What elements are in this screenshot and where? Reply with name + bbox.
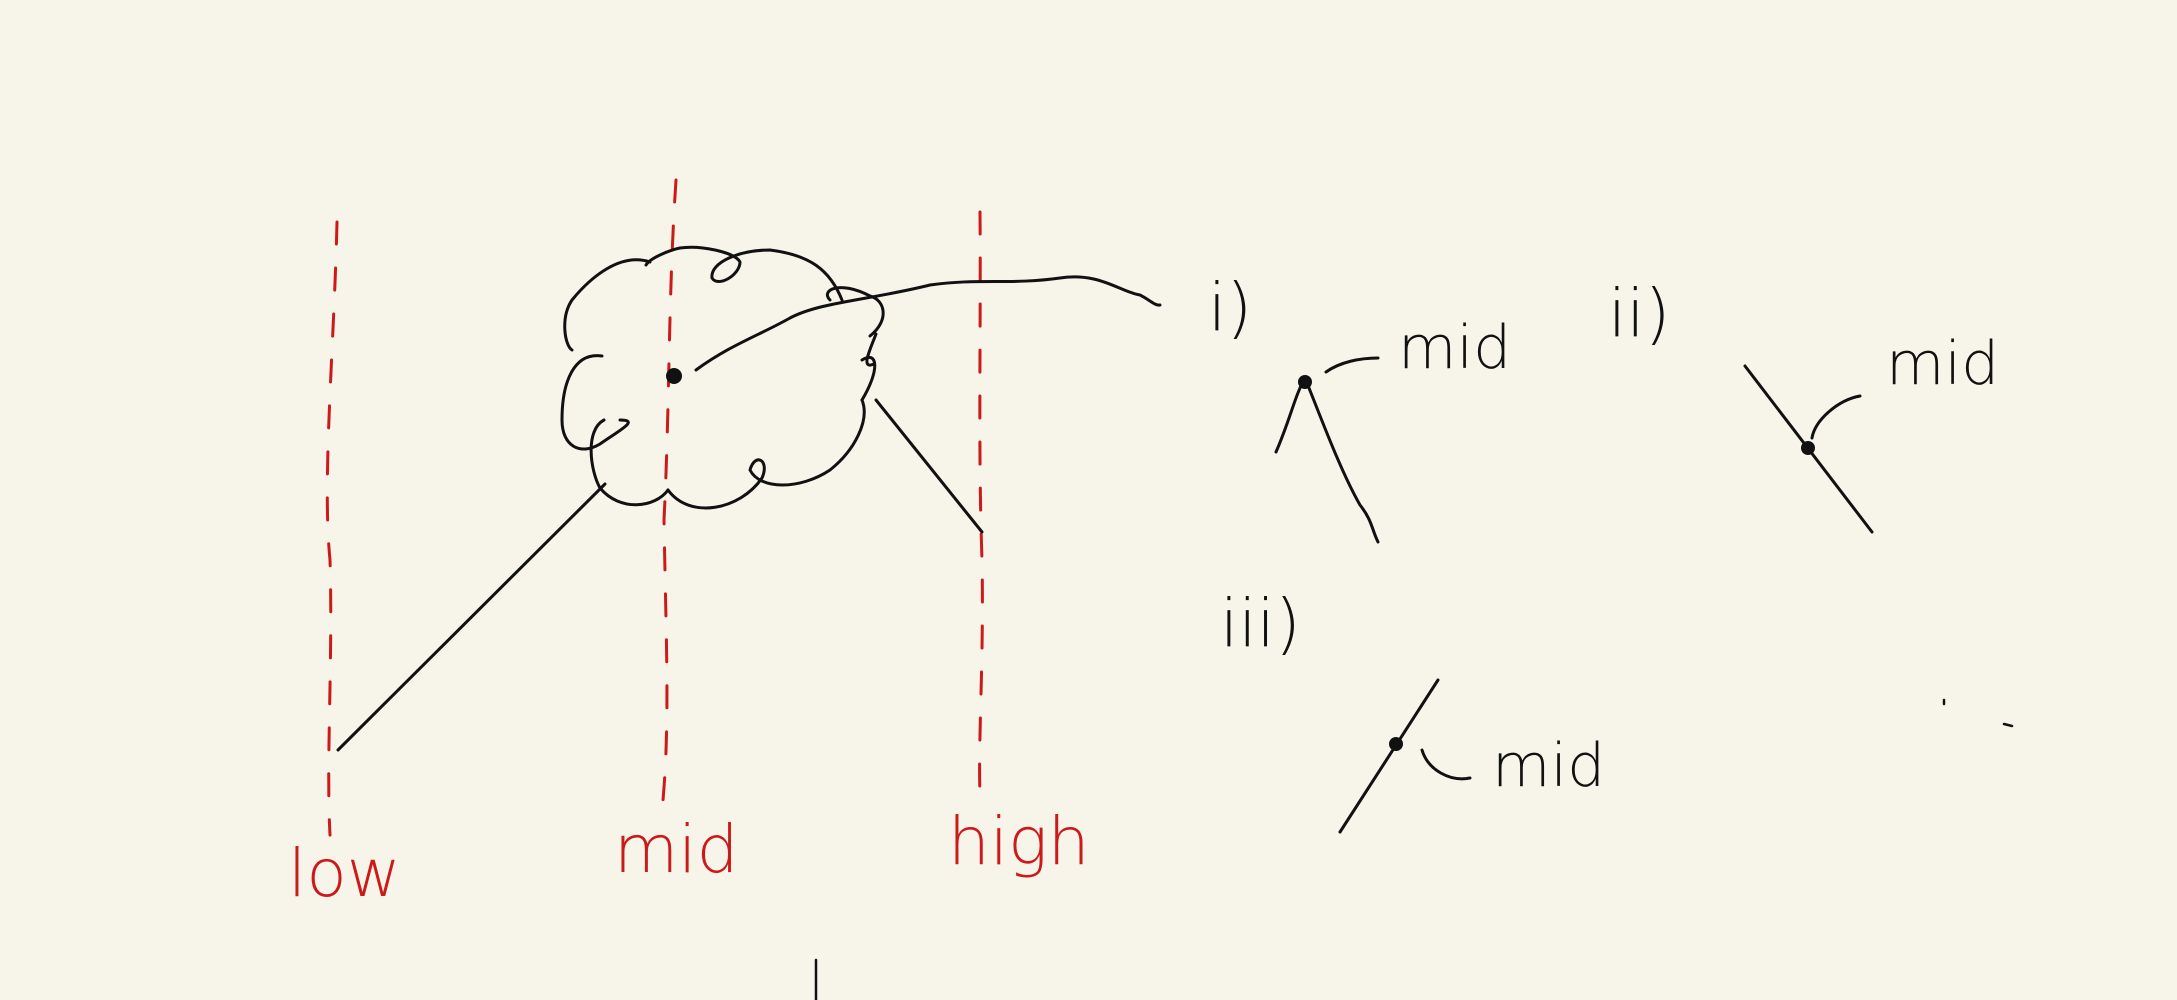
case-1-numeral: i) xyxy=(1208,269,1252,346)
high-label: high xyxy=(948,803,1090,880)
case-1-label: mid xyxy=(1398,313,1511,383)
guide-line-mid xyxy=(661,178,678,802)
case-3-label: mid xyxy=(1492,731,1605,801)
case-2-numeral: ii) xyxy=(1608,275,1670,352)
connector-high xyxy=(874,398,984,534)
case-2: ii) mid xyxy=(1608,275,1999,534)
guide-lines xyxy=(325,178,984,837)
connector-mid xyxy=(694,275,1162,372)
case-3-numeral: iii) xyxy=(1220,585,1301,662)
case-2-label: mid xyxy=(1886,329,1999,399)
mid-label: mid xyxy=(614,811,739,888)
case-2-dot xyxy=(1801,441,1815,455)
case-3: iii) mid xyxy=(1220,585,1605,834)
low-label: low xyxy=(288,835,401,912)
cloud-center-dot xyxy=(666,368,682,384)
connector-lines xyxy=(336,275,1162,752)
stray-marks xyxy=(814,698,2014,1000)
cloud-scribble xyxy=(560,245,885,510)
case-1: i) mid xyxy=(1208,269,1511,544)
guide-line-low xyxy=(325,220,339,837)
guide-line-high xyxy=(978,210,984,797)
case-1-dot xyxy=(1298,375,1312,389)
connector-low xyxy=(336,482,607,752)
case-3-dot xyxy=(1389,737,1403,751)
